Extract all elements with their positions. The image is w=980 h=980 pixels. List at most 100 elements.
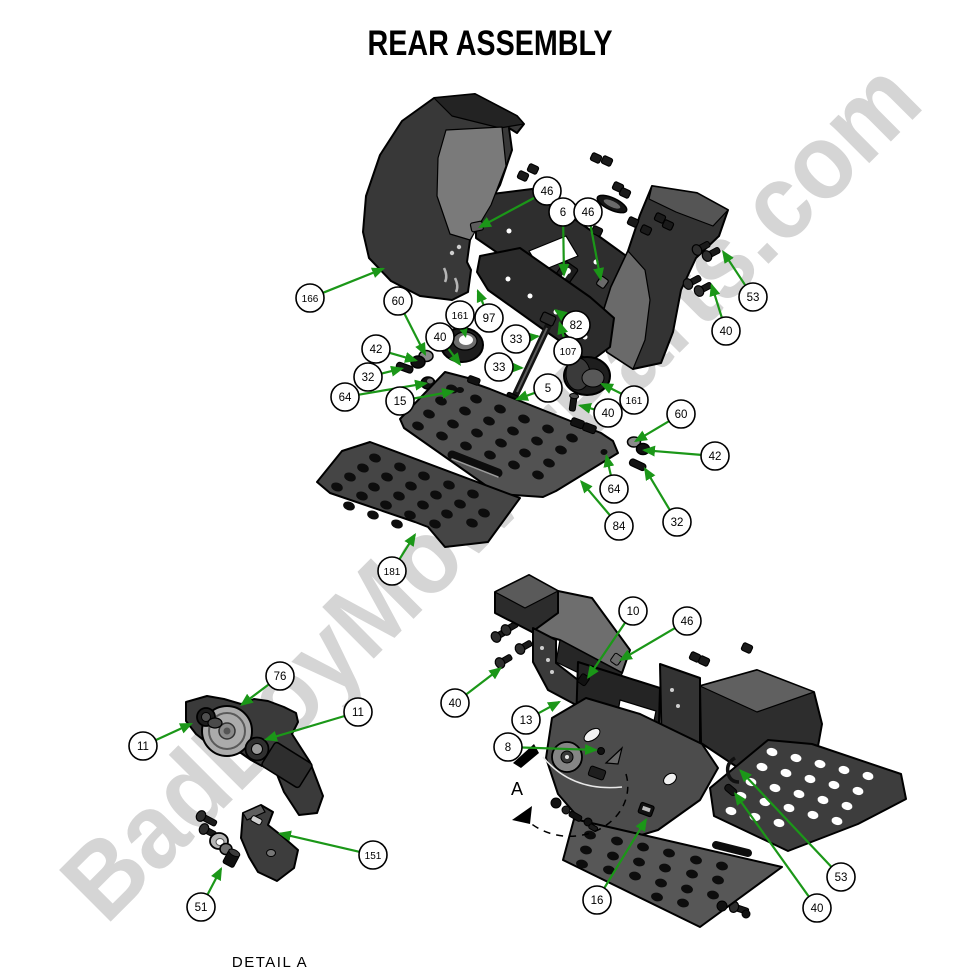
callout-number: 82	[570, 320, 583, 332]
callout-bubble[interactable]	[493, 732, 523, 762]
callout-10[interactable]: 10	[618, 596, 648, 626]
callout-40[interactable]: 40	[425, 322, 455, 352]
callout-181[interactable]: 181	[377, 556, 407, 586]
callout-13[interactable]: 13	[511, 705, 541, 735]
callout-bubble[interactable]	[666, 399, 696, 429]
callout-166[interactable]: 166	[295, 283, 325, 313]
callout-161[interactable]: 161	[619, 385, 649, 415]
callout-53[interactable]: 53	[826, 862, 856, 892]
leader-arrow	[589, 225, 604, 281]
callout-number: 33	[493, 362, 506, 374]
callout-16[interactable]: 16	[582, 885, 612, 915]
callout-bubble[interactable]	[353, 362, 383, 392]
callout-8[interactable]: 8	[493, 732, 523, 762]
callout-97[interactable]: 97	[474, 303, 504, 333]
callout-number: 64	[608, 484, 621, 496]
hole	[393, 491, 405, 501]
callout-bubble[interactable]	[826, 862, 856, 892]
callout-bubble[interactable]	[484, 352, 514, 382]
callout-bubble[interactable]	[358, 840, 388, 870]
panel-hole	[506, 228, 512, 234]
fender-hole	[456, 244, 462, 250]
callout-11[interactable]: 11	[128, 731, 158, 761]
callout-40[interactable]: 40	[802, 893, 832, 923]
callout-bubble[interactable]	[532, 176, 562, 206]
hole	[518, 414, 530, 424]
callout-161[interactable]: 161	[445, 300, 475, 330]
callout-bubble[interactable]	[383, 286, 413, 316]
callout-bubble[interactable]	[533, 373, 563, 403]
callout-number: 60	[392, 296, 405, 308]
callout-42[interactable]: 42	[361, 334, 391, 364]
callout-bubble[interactable]	[618, 596, 648, 626]
hole	[484, 450, 496, 460]
callout-bubble[interactable]	[377, 556, 407, 586]
plate-hole	[527, 293, 533, 299]
callout-40[interactable]: 40	[593, 398, 623, 428]
callout-151[interactable]: 151	[358, 840, 388, 870]
callout-bubble[interactable]	[440, 688, 470, 718]
callout-bubble[interactable]	[445, 300, 475, 330]
callout-42[interactable]: 42	[700, 441, 730, 471]
leader-arrow	[603, 817, 648, 889]
callout-51[interactable]: 51	[186, 892, 216, 922]
bolt	[514, 640, 533, 655]
callout-32[interactable]: 32	[353, 362, 383, 392]
callout-bubble[interactable]	[474, 303, 504, 333]
callout-bubble[interactable]	[582, 885, 612, 915]
callout-53[interactable]: 53	[738, 282, 768, 312]
callout-bubble[interactable]	[573, 197, 603, 227]
callout-bubble[interactable]	[385, 386, 415, 416]
callout-bubble[interactable]	[700, 441, 730, 471]
callout-bubble[interactable]	[186, 892, 216, 922]
hub-spacer-part	[563, 356, 611, 396]
callout-76[interactable]: 76	[265, 661, 295, 691]
callout-bubble[interactable]	[511, 705, 541, 735]
callout-bubble[interactable]	[619, 385, 649, 415]
nut	[589, 152, 603, 164]
hole	[531, 436, 543, 446]
hole	[607, 851, 619, 861]
callout-bubble[interactable]	[501, 324, 531, 354]
callout-40[interactable]: 40	[440, 688, 470, 718]
hole	[838, 765, 850, 775]
callout-60[interactable]: 60	[383, 286, 413, 316]
callout-46[interactable]: 46	[532, 176, 562, 206]
callout-bubble[interactable]	[553, 336, 583, 366]
callout-bubble[interactable]	[361, 334, 391, 364]
callout-33[interactable]: 33	[501, 324, 531, 354]
callout-bubble[interactable]	[128, 731, 158, 761]
callout-bubble[interactable]	[672, 606, 702, 636]
callout-5[interactable]: 5	[533, 373, 563, 403]
callout-bubble[interactable]	[265, 661, 295, 691]
lower-floor-pan-part	[562, 818, 783, 928]
callout-bubble[interactable]	[738, 282, 768, 312]
callout-46[interactable]: 46	[672, 606, 702, 636]
callout-bubble[interactable]	[599, 474, 629, 504]
callout-64[interactable]: 64	[599, 474, 629, 504]
callout-107[interactable]: 107	[553, 336, 583, 366]
callout-82[interactable]: 82	[561, 310, 591, 340]
callout-bubble[interactable]	[662, 507, 692, 537]
callout-6[interactable]: 6	[548, 197, 578, 227]
callout-bubble[interactable]	[425, 322, 455, 352]
hole	[651, 892, 663, 902]
callout-64[interactable]: 64	[330, 382, 360, 412]
callout-bubble[interactable]	[593, 398, 623, 428]
callout-bubble[interactable]	[711, 316, 741, 346]
callout-15[interactable]: 15	[385, 386, 415, 416]
callout-bubble[interactable]	[295, 283, 325, 313]
callout-32[interactable]: 32	[662, 507, 692, 537]
callout-33[interactable]: 33	[484, 352, 514, 382]
callout-bubble[interactable]	[802, 893, 832, 923]
callout-84[interactable]: 84	[604, 511, 634, 541]
callout-bubble[interactable]	[330, 382, 360, 412]
callout-bubble[interactable]	[343, 697, 373, 727]
callout-46[interactable]: 46	[573, 197, 603, 227]
hole	[852, 786, 864, 796]
callout-60[interactable]: 60	[666, 399, 696, 429]
callout-number: 107	[560, 347, 577, 358]
callout-40[interactable]: 40	[711, 316, 741, 346]
callout-11[interactable]: 11	[343, 697, 373, 727]
callout-bubble[interactable]	[604, 511, 634, 541]
